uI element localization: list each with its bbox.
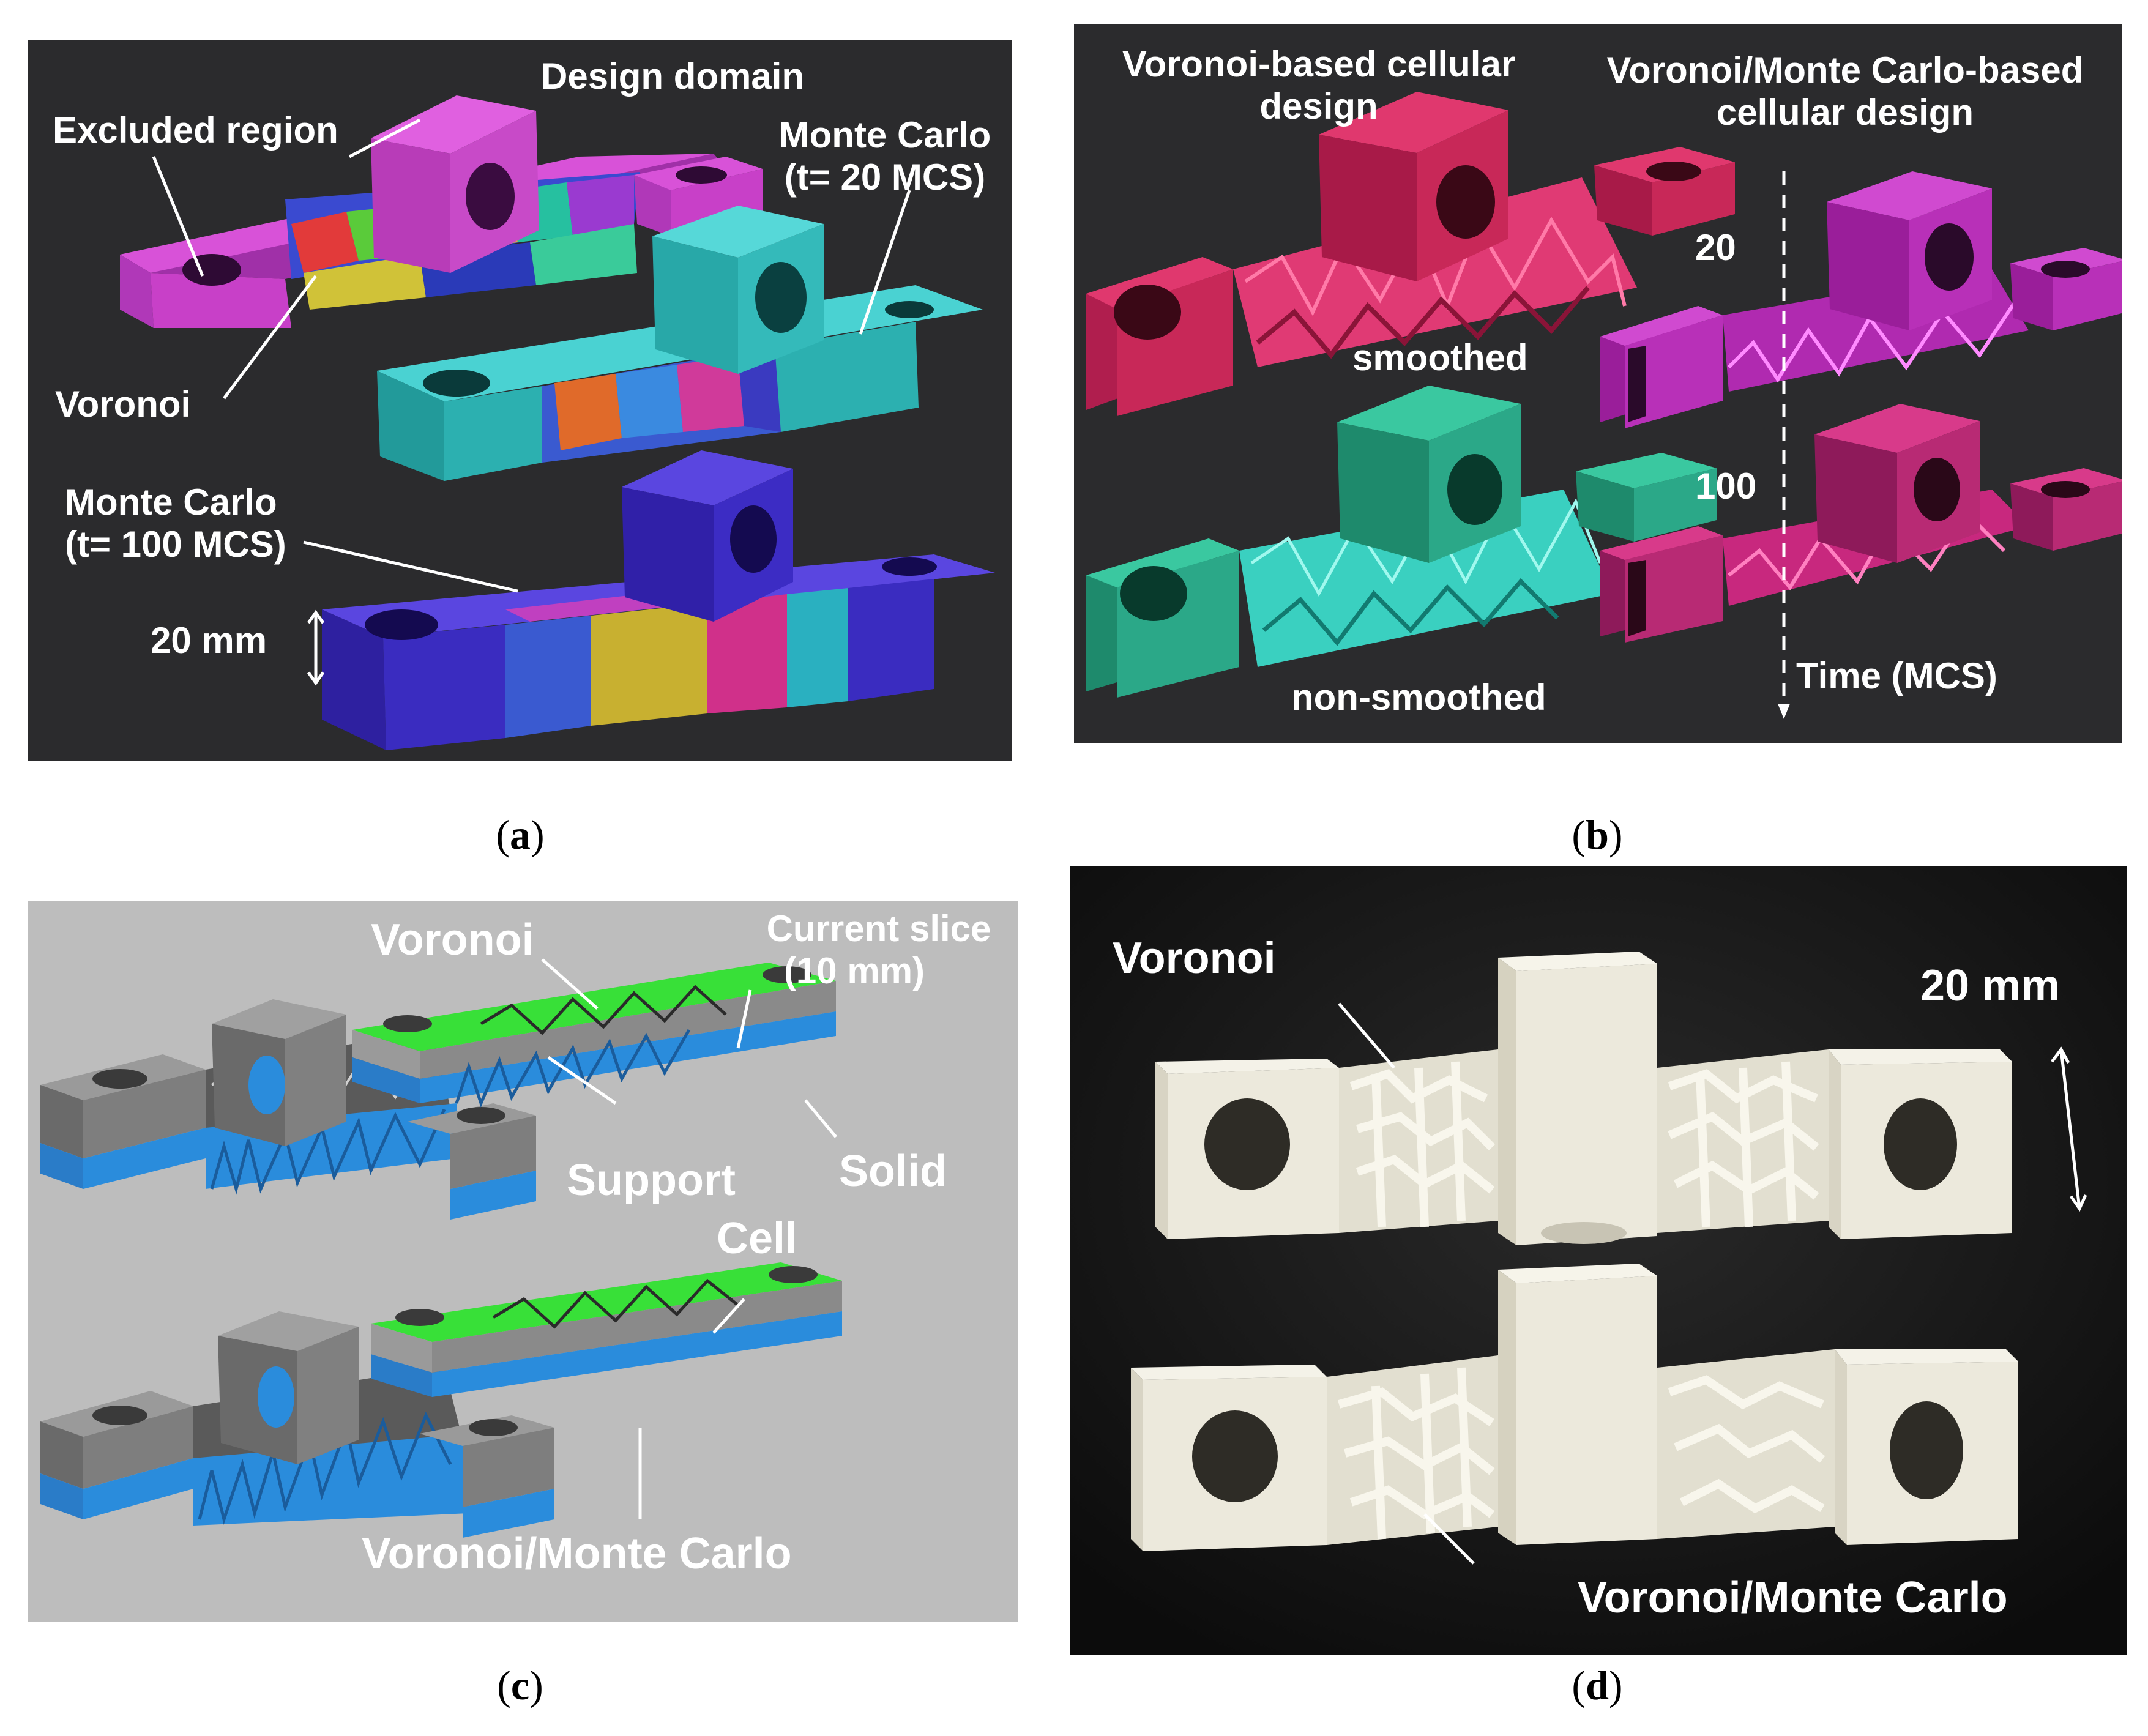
label-current-slice-line2: (10 mm) (783, 950, 925, 991)
label-c-voronoi: Voronoi (371, 915, 534, 964)
panel-d-leaders (1338, 1002, 2087, 1565)
panel-c: Voronoi Current slice (10 mm) Support So… (28, 901, 1018, 1622)
caption-b-letter: b (1586, 811, 1609, 858)
label-scale-a: 20 mm (151, 620, 267, 661)
panel-c-render (28, 901, 1018, 1622)
label-d-scale: 20 mm (1920, 961, 2060, 1010)
label-time-axis: Time (MCS) (1796, 655, 1997, 696)
label-voronoi-design-line1: Voronoi-based cellular (1122, 43, 1516, 84)
label-t100: 100 (1695, 466, 1757, 507)
design-domain-cube (371, 95, 539, 273)
label-current-slice: Current slice (10 mm) (744, 907, 1013, 992)
printed-vmc-part (1131, 1264, 2018, 1551)
c-cube-bottom (218, 1311, 359, 1464)
panel-b-render (1074, 24, 2122, 743)
label-design-domain: Design domain (541, 56, 805, 97)
mcs-100-cube (1814, 404, 1980, 563)
panel-c-leaders (541, 958, 837, 1519)
non-smoothed-cube (1337, 386, 1521, 563)
label-monte-carlo-100-line2: (t= 100 MCS) (65, 524, 286, 565)
label-monte-carlo-20: Monte Carlo (t= 20 MCS) (775, 114, 995, 198)
label-vmc-design-line1: Voronoi/Monte Carlo-based (1606, 50, 2084, 91)
label-d-vmc: Voronoi/Monte Carlo (1578, 1573, 2008, 1622)
label-voronoi-design-line2: design (1259, 86, 1378, 127)
caption-d-letter: d (1586, 1662, 1609, 1708)
mcs-20-part (1600, 248, 2122, 428)
panel-a-render (28, 40, 1012, 761)
panel-d: Voronoi 20 mm Voronoi/Monte Carlo (1070, 866, 2127, 1655)
label-monte-carlo-100: Monte Carlo (t= 100 MCS) (65, 481, 286, 565)
label-current-slice-line1: Current slice (766, 908, 991, 949)
label-monte-carlo-20-line1: Monte Carlo (778, 114, 991, 155)
caption-c-letter: c (510, 1662, 530, 1708)
printed-voronoi-part (1155, 952, 2012, 1245)
indigo-cube (622, 450, 793, 622)
label-t20: 20 (1695, 227, 1736, 268)
time-axis (1778, 171, 1790, 719)
label-cell: Cell (717, 1214, 798, 1263)
label-vmc-design-line2: cellular design (1716, 92, 1974, 133)
mcs-20-cube (1827, 171, 1992, 330)
label-support: Support (567, 1156, 736, 1205)
label-monte-carlo-20-line2: (t= 20 MCS) (784, 157, 986, 198)
label-monte-carlo-100-line1: Monte Carlo (65, 482, 277, 523)
caption-a-letter: a (510, 811, 531, 858)
c-cube-top (212, 999, 346, 1146)
caption-d: (d) (1572, 1662, 1623, 1708)
label-d-voronoi: Voronoi (1113, 934, 1276, 983)
label-voronoi: Voronoi (55, 384, 192, 425)
panel-d-photo (1070, 866, 2127, 1655)
label-excluded-region: Excluded region (53, 110, 338, 151)
caption-c: (c) (497, 1662, 543, 1708)
c-model-top-right (352, 963, 836, 1108)
caption-a: (a) (496, 811, 545, 858)
caption-b: (b) (1572, 811, 1623, 858)
label-smoothed: smoothed (1352, 337, 1528, 378)
panel-a-leaders (152, 118, 911, 686)
panel-b: Voronoi-based cellular design Voronoi/Mo… (1074, 24, 2122, 743)
label-vmc-design: Voronoi/Monte Carlo-based cellular desig… (1570, 49, 2120, 133)
smoothed-cube (1319, 92, 1508, 281)
label-voronoi-design: Voronoi-based cellular design (1086, 43, 1551, 127)
non-smoothed-voronoi-part (1086, 453, 1717, 698)
panel-a: Design domain Excluded region Monte Carl… (28, 40, 1012, 761)
teal-cube (652, 206, 824, 374)
label-solid: Solid (839, 1147, 947, 1196)
label-c-vmc: Voronoi/Monte Carlo (362, 1529, 792, 1578)
label-non-smoothed: non-smoothed (1291, 677, 1546, 718)
